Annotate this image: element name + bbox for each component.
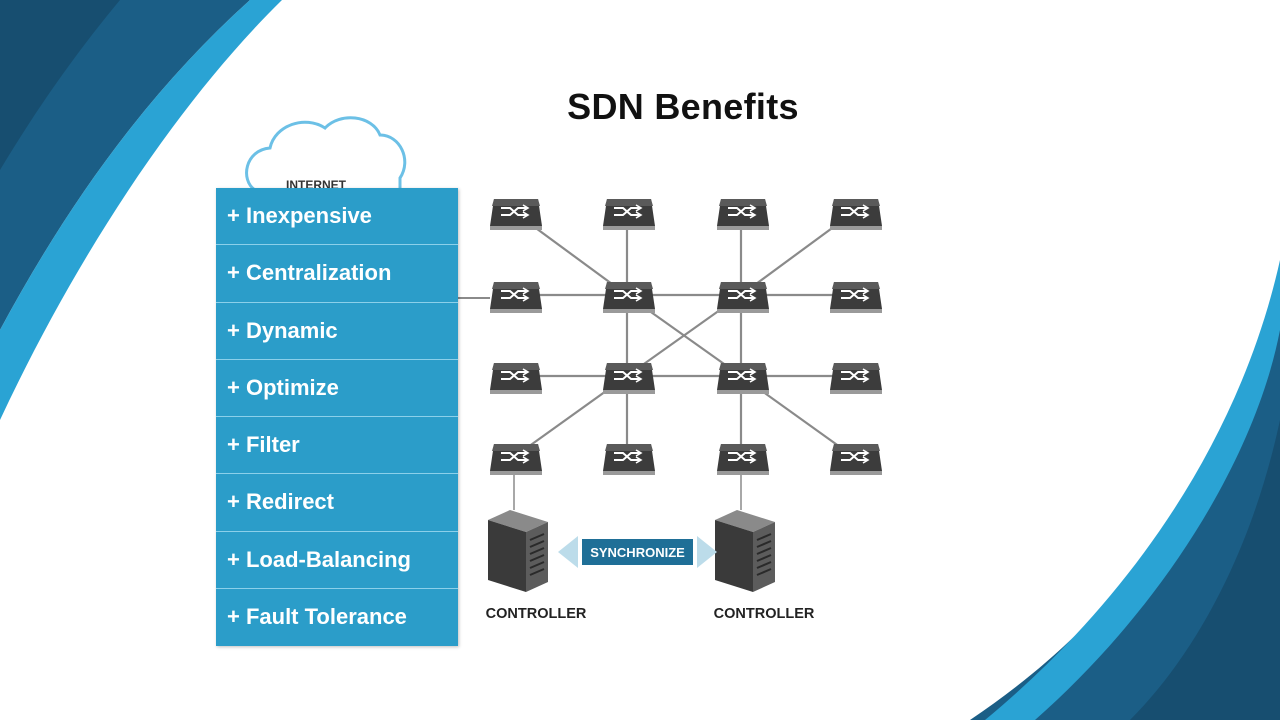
benefit-item: + Fault Tolerance xyxy=(227,604,407,630)
sync-label-box xyxy=(582,539,693,565)
benefit-item: + Optimize xyxy=(216,360,458,417)
switch-icon xyxy=(830,199,882,230)
benefit-item: + Centralization xyxy=(216,245,458,303)
slide-title: SDN Benefits xyxy=(567,86,799,127)
switch-icon xyxy=(490,363,542,394)
switch-icon xyxy=(603,282,655,313)
benefit-item: + Filter xyxy=(216,417,458,475)
sync-arrow-right-icon xyxy=(697,536,717,568)
switch-icon xyxy=(490,282,542,313)
switch-icon xyxy=(603,444,655,475)
controller-label: CONTROLLER xyxy=(486,606,587,622)
benefit-item: + Dynamic xyxy=(216,303,458,360)
switch-icon xyxy=(717,363,769,394)
switch-icon xyxy=(830,444,882,475)
switch-icon xyxy=(830,363,882,394)
benefit-item: + Load-Balancing xyxy=(216,532,458,589)
server-icon xyxy=(488,510,548,592)
switch-icon xyxy=(830,282,882,313)
synchronize-indicator: SYNCHRONIZE xyxy=(558,536,717,568)
sync-arrow-left-icon xyxy=(558,536,578,568)
switch-icon xyxy=(490,444,542,475)
internet-cloud-icon xyxy=(245,116,407,192)
switch-icon xyxy=(603,363,655,394)
controller-label: CONTROLLER xyxy=(714,606,815,622)
benefit-item: + Inexpensive xyxy=(216,188,458,246)
switch-icon xyxy=(717,282,769,313)
switch-icon xyxy=(603,199,655,230)
benefit-item: + Redirect xyxy=(216,474,458,532)
switch-icon xyxy=(717,444,769,475)
switch-icon xyxy=(490,199,542,230)
server-icon xyxy=(715,510,775,592)
benefits-list: + Inexpensive + Centralization + Dynamic… xyxy=(216,188,458,646)
sync-label: SYNCHRONIZE xyxy=(590,545,685,560)
switch-icon xyxy=(717,199,769,230)
